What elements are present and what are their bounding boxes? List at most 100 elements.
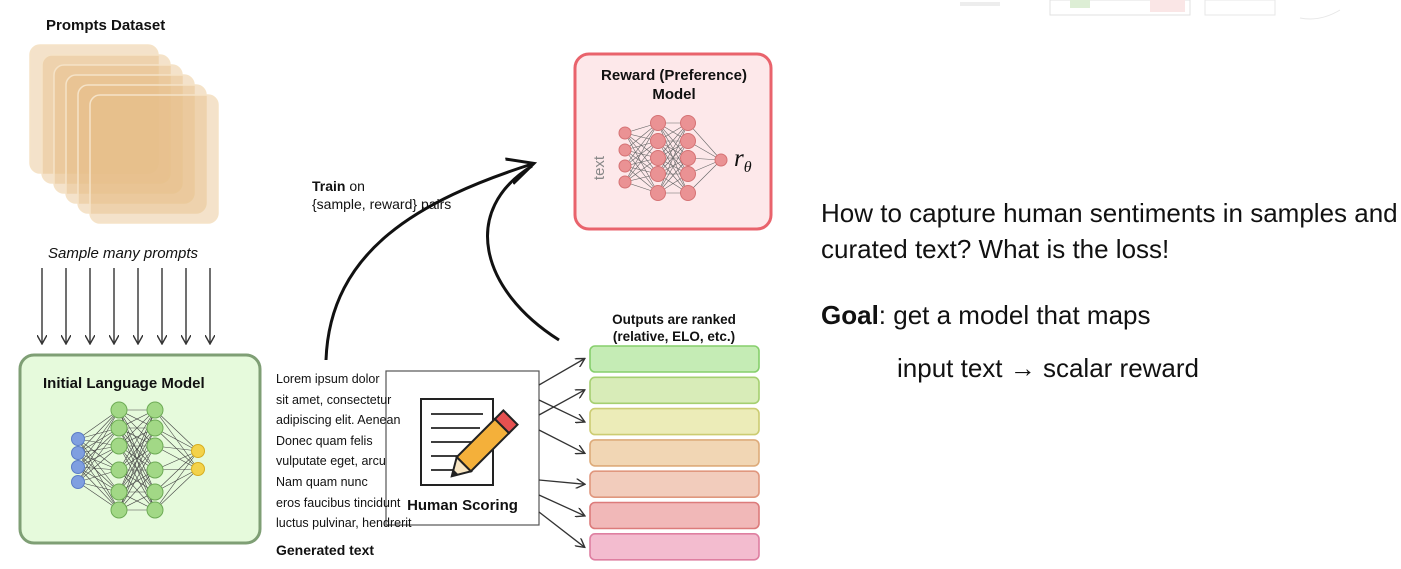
prompt-card — [89, 94, 219, 224]
network-node — [110, 401, 128, 419]
network-node — [110, 437, 128, 455]
network-edge — [118, 409, 156, 471]
network-edge — [77, 409, 120, 483]
network-node — [71, 446, 85, 460]
network-edge — [657, 122, 689, 175]
reward-symbol: rθ — [734, 145, 752, 176]
network-node — [71, 475, 85, 489]
network-node — [71, 460, 85, 474]
train-label-line2: {sample, reward} pairs — [312, 196, 452, 212]
reward-model-network-icon — [618, 115, 728, 201]
network-node — [650, 166, 666, 182]
generated-text-line: eros faucibus tincidunt — [276, 495, 401, 510]
ranking-fan-arrows — [538, 359, 584, 547]
fan-arrow — [538, 429, 584, 453]
network-edge — [657, 122, 689, 194]
network-node — [680, 185, 696, 201]
question-text: How to capture human sentiments in sampl… — [821, 198, 1398, 264]
network-node — [146, 437, 164, 455]
fan-arrow — [538, 399, 584, 422]
language-model-box — [18, 353, 262, 545]
network-edge — [77, 409, 120, 468]
network-edge — [154, 450, 199, 511]
network-node — [110, 483, 128, 501]
network-node — [680, 133, 696, 149]
network-edge — [77, 438, 120, 471]
network-node — [146, 501, 164, 519]
network-node — [618, 126, 632, 140]
ranked-outputs-title: Outputs are ranked (relative, ELO, etc.) — [588, 311, 760, 345]
network-edge — [624, 122, 659, 183]
network-edge — [118, 469, 156, 511]
fan-arrow — [538, 480, 584, 484]
ranked-to-reward-curve — [486, 164, 560, 342]
network-node — [680, 150, 696, 166]
network-edge — [77, 427, 120, 483]
train-label-rest: on — [345, 178, 365, 194]
fan-arrow — [538, 511, 584, 547]
ranked-bar — [589, 345, 760, 373]
network-node — [650, 185, 666, 201]
network-edge — [118, 445, 156, 511]
prompts-dataset-stack — [29, 44, 219, 224]
ranked-bar — [589, 439, 760, 467]
generated-text-sample: Lorem ipsum dolor sit amet, consectetur ad… — [276, 369, 416, 534]
network-node — [618, 143, 632, 157]
network-node — [71, 432, 85, 446]
network-node — [650, 150, 666, 166]
goal-bold: Goal — [821, 300, 879, 330]
ranked-bar — [589, 532, 760, 561]
reward-model-title-line1: Reward (Preference) — [601, 67, 747, 84]
faint-thumbnail-strip — [960, 0, 1341, 20]
network-edge — [77, 452, 120, 511]
network-edge — [154, 450, 199, 493]
reward-model-input-label: text — [591, 155, 608, 180]
train-curve-arrow — [324, 164, 532, 361]
network-node — [146, 419, 164, 437]
ranked-title-line2: (relative, ELO, etc.) — [612, 329, 736, 344]
network-edge — [77, 438, 120, 493]
network-node — [714, 153, 728, 167]
ranked-bar — [589, 407, 760, 436]
prompts-dataset-title: Prompts Dataset — [46, 17, 166, 34]
network-node — [110, 419, 128, 437]
generated-text-line: adipiscing elit. Aenean — [276, 413, 401, 428]
network-node — [110, 501, 128, 519]
generated-text-line: Lorem ipsum dolor — [276, 372, 380, 386]
reward-model-title-line2: Model — [652, 86, 696, 103]
goal-rest: : get a model that maps — [878, 300, 1151, 330]
generated-text-line: Donec quam felis — [276, 433, 373, 448]
train-label: Train on {sample, reward} pairs — [312, 177, 451, 213]
goal-text: Goal: get a model that maps — [821, 300, 1151, 331]
generated-text-line: sit amet, consectetur — [276, 392, 392, 407]
reward-model-title: Reward (Preference) Model — [576, 66, 772, 104]
network-edge — [77, 427, 120, 468]
network-node — [650, 133, 666, 149]
ranked-bar — [589, 376, 760, 405]
prompt-card — [53, 64, 183, 194]
network-edge — [77, 466, 120, 511]
fan-arrow — [538, 494, 584, 516]
network-node — [146, 461, 164, 479]
network-edge — [624, 122, 659, 167]
network-edge — [154, 468, 199, 511]
fan-arrow — [538, 359, 584, 386]
ranked-title-line1: Outputs are ranked — [612, 312, 736, 327]
prompt-card — [41, 54, 171, 184]
document-pencil-icon — [420, 398, 519, 486]
network-node — [680, 115, 696, 131]
fan-arrow — [538, 390, 584, 416]
generated-text-line: luctus pulvinar, hendrerit — [276, 516, 412, 531]
network-edge — [77, 445, 120, 483]
ranked-bar — [589, 470, 760, 499]
ranked-output-bars — [589, 345, 760, 561]
network-edge — [624, 140, 659, 183]
prompt-card — [77, 84, 207, 214]
network-edge — [687, 122, 722, 161]
network-node — [680, 166, 696, 182]
generated-text-line: vulputate eget, arcu — [276, 454, 386, 469]
prompt-sampling-arrows — [42, 268, 210, 343]
network-node — [191, 462, 205, 476]
network-edge — [118, 427, 156, 471]
